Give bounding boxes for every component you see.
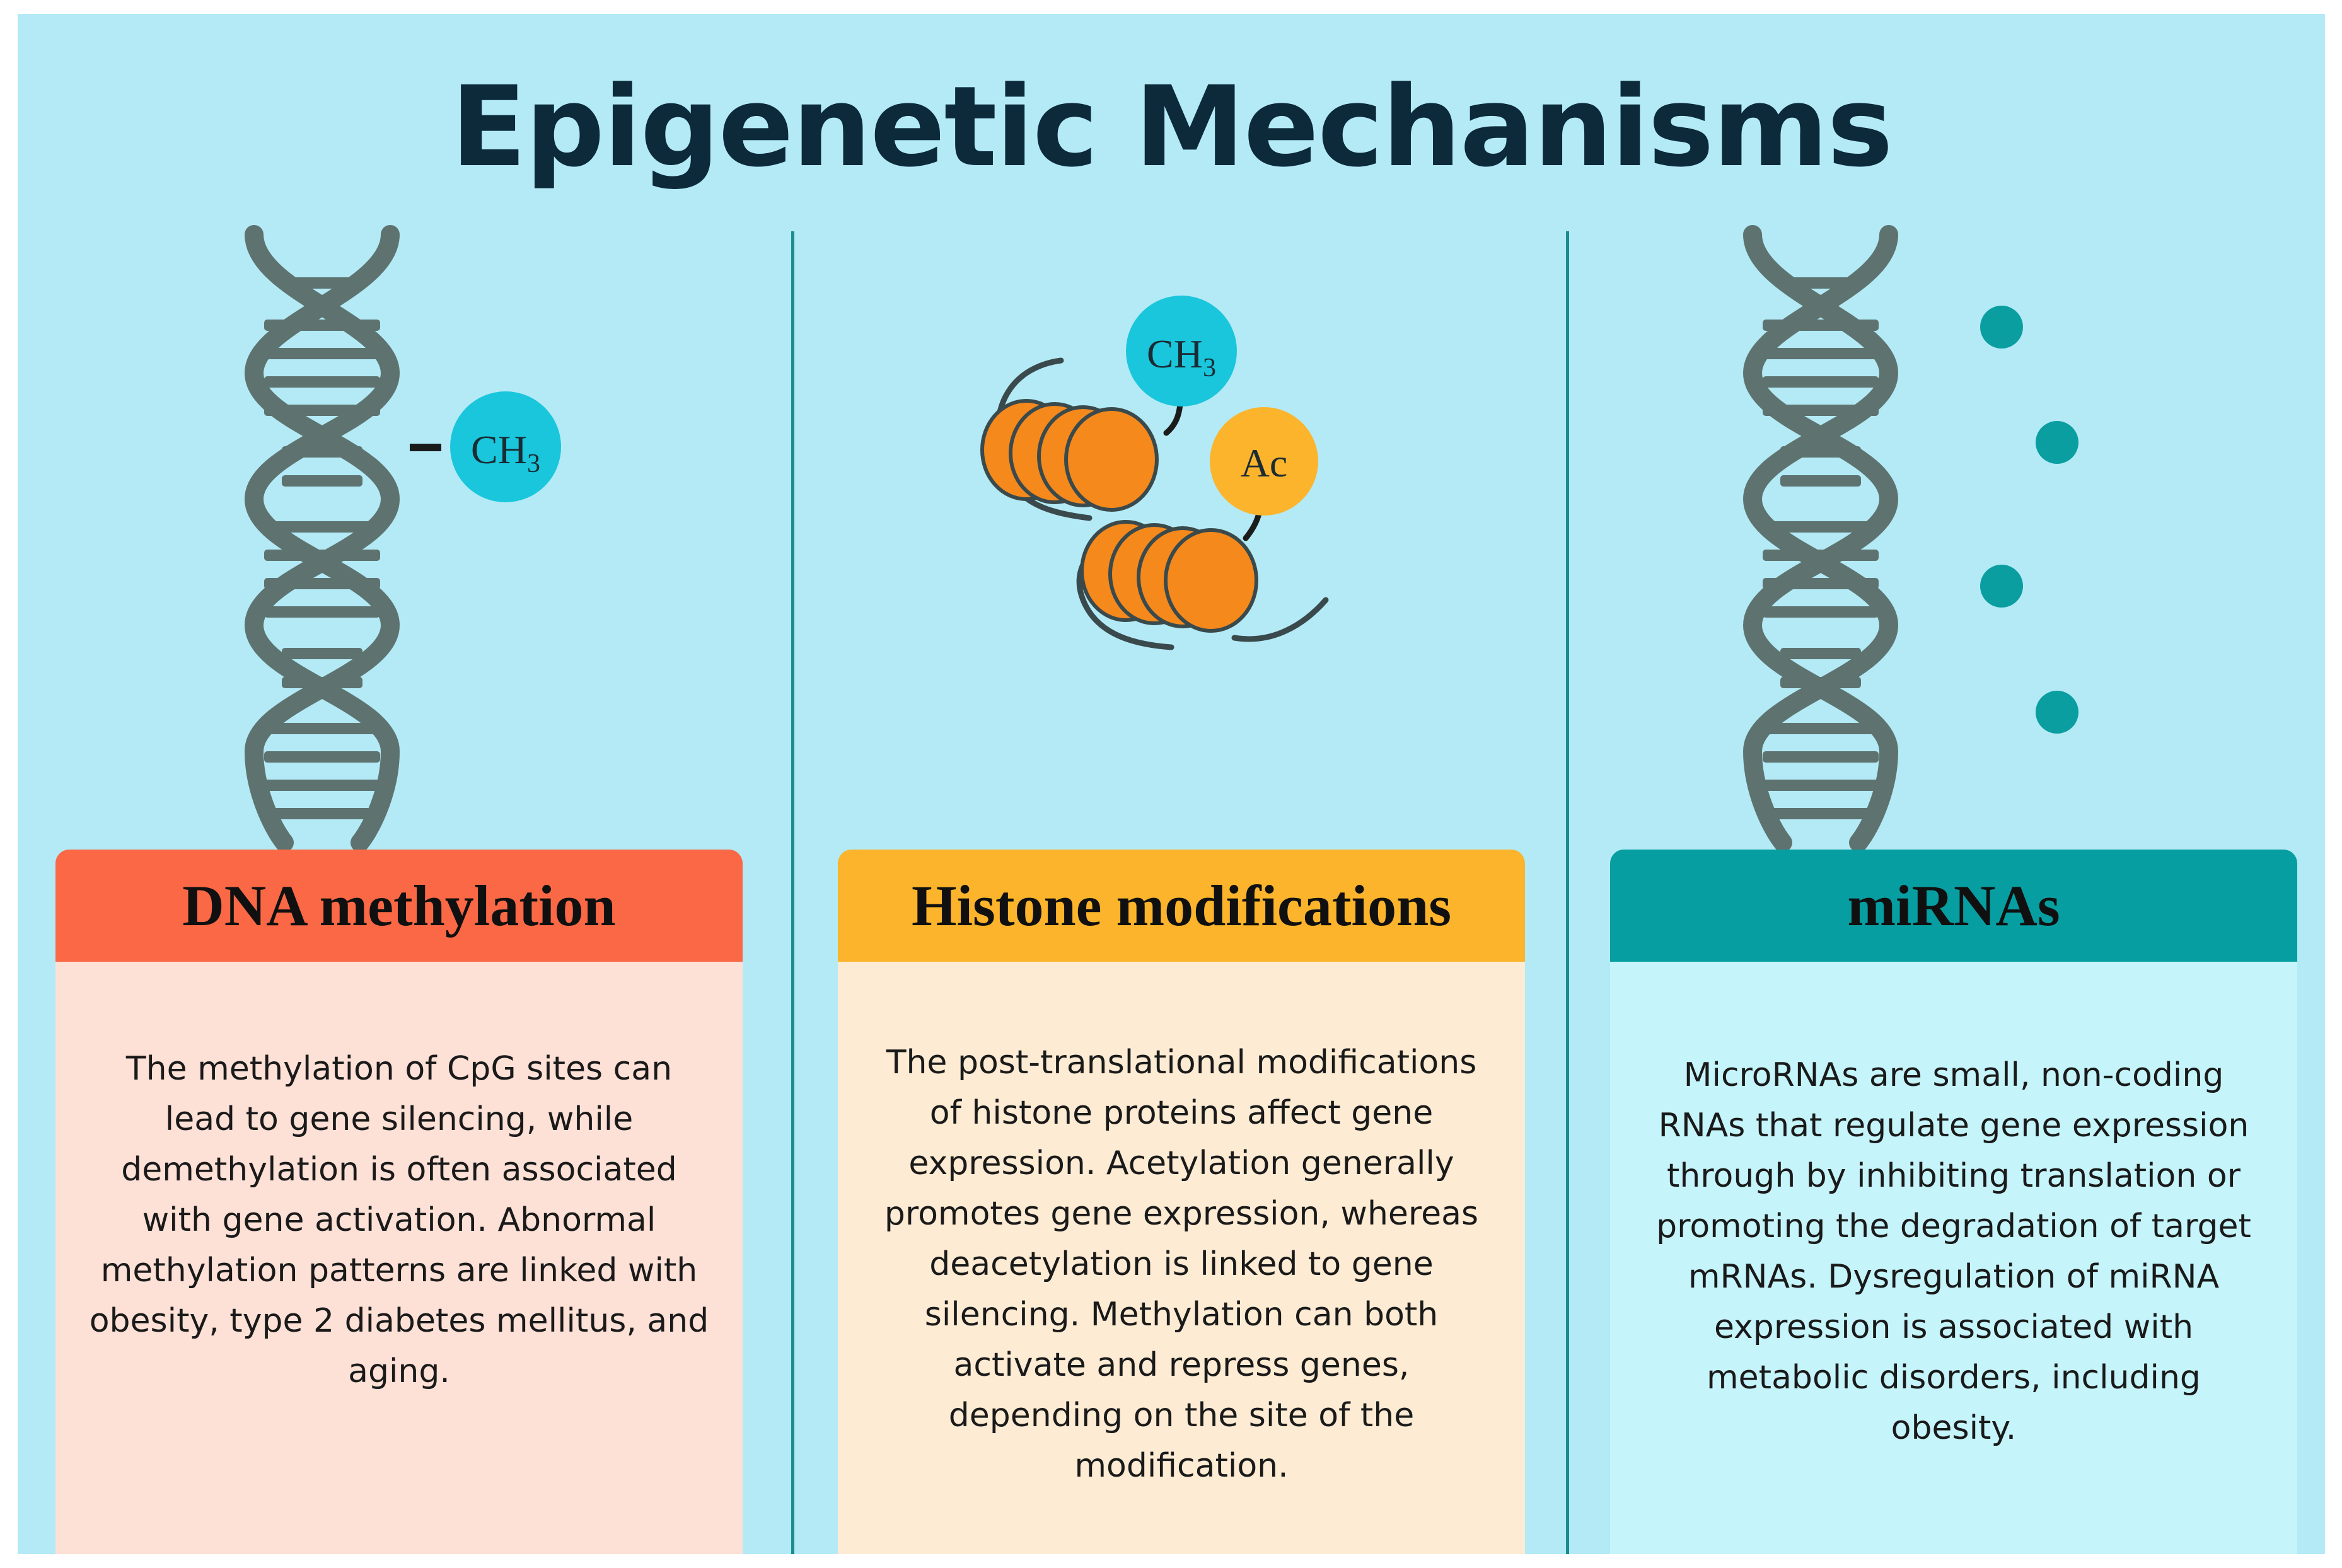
methyl-group-icon: CH3 <box>450 391 561 502</box>
card-text: The methylation of CpG sites can lead to… <box>55 962 743 1554</box>
svg-text:CH3: CH3 <box>1147 331 1216 383</box>
methyl-label: CH <box>471 427 527 472</box>
infographic-panel: Epigenetic Mechanisms <box>18 14 2325 1554</box>
methyl-bond <box>410 444 441 451</box>
card-mirnas: miRNAs MicroRNAs are small, non-coding R… <box>1610 850 2297 1554</box>
card-text: The post-translational modifications of … <box>838 962 1525 1554</box>
histone-methyl-label: CH <box>1147 331 1203 376</box>
column-divider-left <box>791 231 794 1554</box>
mirna-dot-icon <box>1980 306 2023 349</box>
histone-methyl-group-icon: CH3 <box>1126 296 1237 406</box>
nucleosome-icon <box>982 357 1329 650</box>
svg-text:CH3: CH3 <box>471 427 540 478</box>
histone-methyl-subscript: 3 <box>1203 354 1216 383</box>
illustration-layer: CH3 CH3 Ac <box>18 14 2078 852</box>
dna-helix-icon <box>254 234 390 843</box>
card-heading: Histone modifications <box>838 850 1525 962</box>
mirna-dot-icon <box>1980 565 2023 608</box>
mirna-dot-icon <box>2036 421 2078 464</box>
mirna-dot-icon <box>2036 691 2078 734</box>
dna-helix-icon-right <box>1753 234 1889 843</box>
column-divider-right <box>1566 231 1569 1554</box>
acetyl-group-icon: Ac <box>1210 407 1318 516</box>
card-dna-methylation: DNA methylation The methylation of CpG s… <box>55 850 743 1554</box>
page-title: Epigenetic Mechanisms <box>450 62 1893 192</box>
card-histone-modifications: Histone modifications The post-translati… <box>838 850 1525 1554</box>
card-text: MicroRNAs are small, non-coding RNAs tha… <box>1610 962 2297 1554</box>
methyl-subscript: 3 <box>527 449 540 478</box>
card-heading: DNA methylation <box>55 850 743 962</box>
acetyl-label: Ac <box>1241 441 1288 485</box>
card-heading: miRNAs <box>1610 850 2297 962</box>
